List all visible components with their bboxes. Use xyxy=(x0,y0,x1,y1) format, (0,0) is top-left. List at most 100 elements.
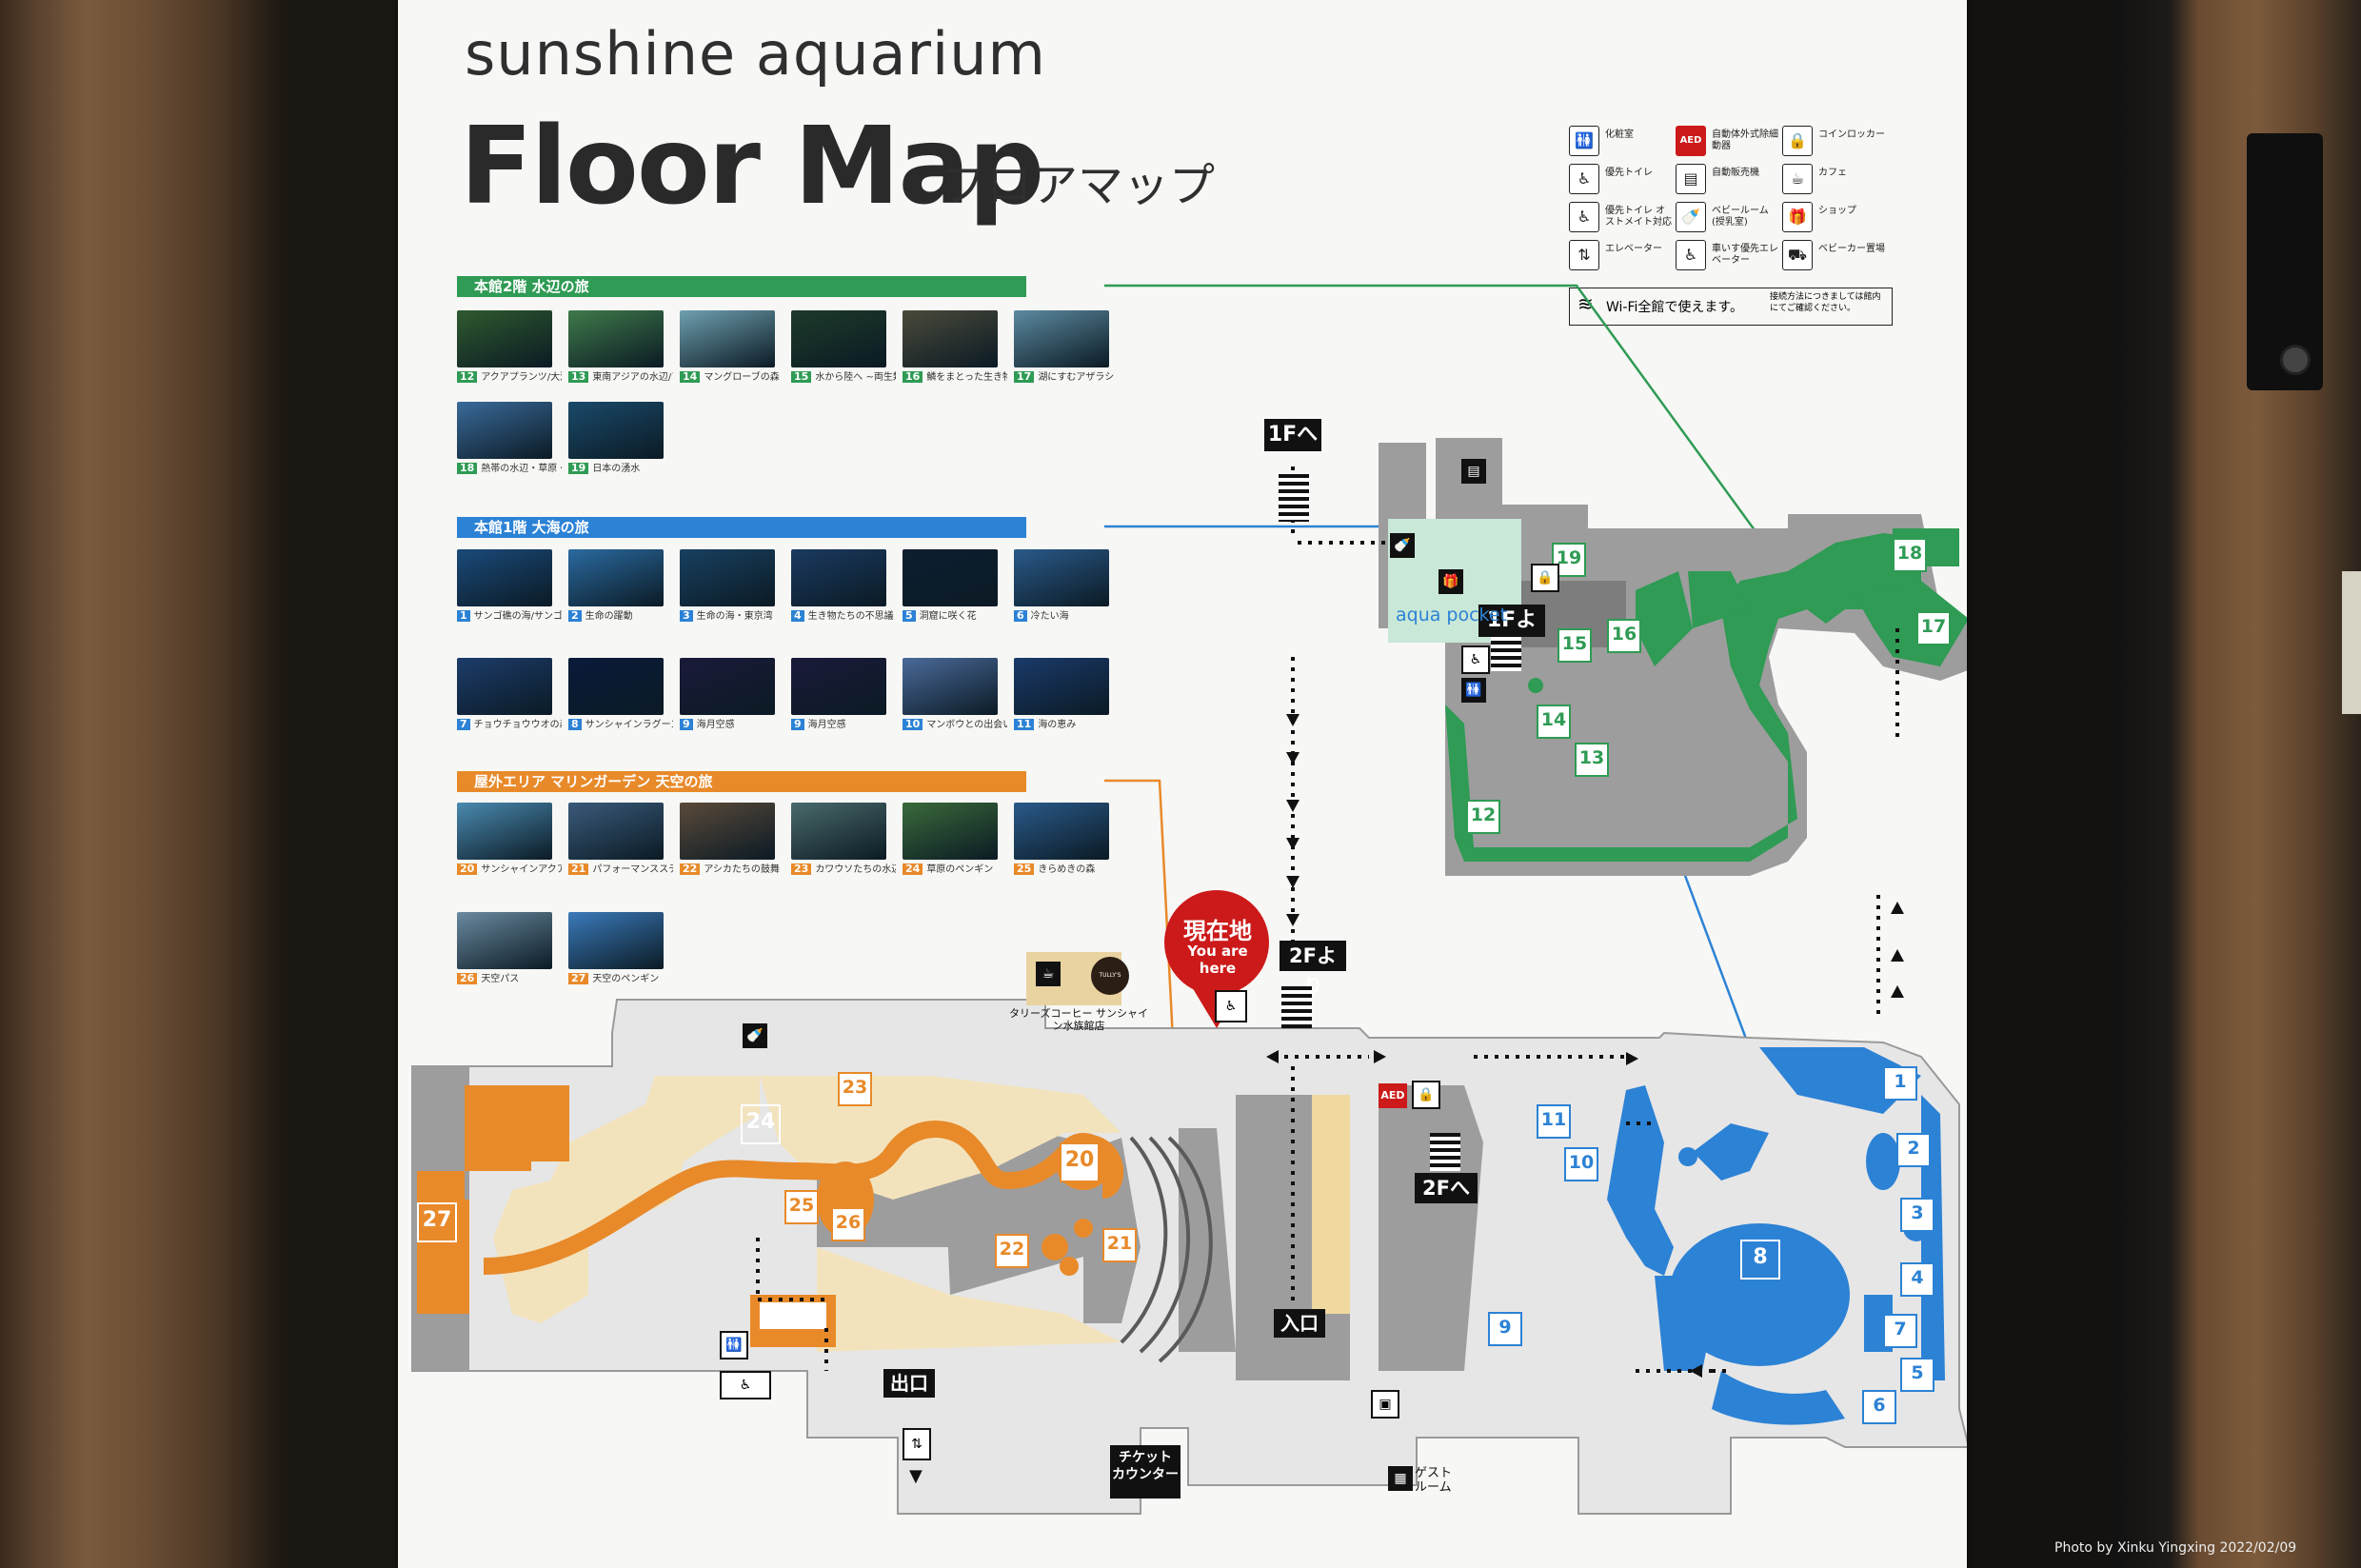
exhibit-photo xyxy=(1014,549,1109,606)
exhibit-number: 14 xyxy=(680,371,701,383)
legend-label: ショップ xyxy=(1818,206,1856,216)
exhibit-photo xyxy=(568,803,664,860)
exhibit-photo xyxy=(1014,803,1109,860)
cafe-icon: ☕ xyxy=(1036,962,1061,986)
baby-room-icon: 🍼 xyxy=(743,1023,767,1048)
exhibit-photo xyxy=(903,310,998,367)
exhibit-photo xyxy=(680,310,775,367)
wheelchair-elevator-icon: ♿ xyxy=(1215,990,1247,1022)
floor-1f-plan xyxy=(411,999,1967,1515)
exhibit-name: 熱帯の水辺・草原・サバンナ xyxy=(481,464,562,474)
legend-label: 自動体外式除細動器 xyxy=(1712,129,1778,151)
exhibit-number: 27 xyxy=(568,973,589,984)
shop-icon: 🎁 xyxy=(1782,202,1813,232)
photo-credit: Photo by Xinku Yingxing 2022/02/09 xyxy=(2054,1540,2297,1556)
exhibit-photo xyxy=(457,658,552,715)
exhibit-name: 天空のペンギン xyxy=(592,974,660,984)
restroom-icon: 🚻 xyxy=(720,1331,748,1360)
baby-room-icon: 🍼 xyxy=(1676,202,1706,232)
down-arrow-icon: ▼ xyxy=(909,1466,923,1486)
exhibit-photo xyxy=(903,658,998,715)
exhibit-number: 11 xyxy=(1014,719,1035,730)
exhibit-number: 2 xyxy=(568,610,582,622)
accessible-toilet-icon: ♿ xyxy=(720,1371,771,1399)
exhibit-name: 海月空感 xyxy=(807,720,846,730)
elevator-icon: ⇅ xyxy=(1569,240,1599,270)
exhibit-photo xyxy=(680,549,775,606)
route-arrows xyxy=(756,466,1904,1378)
exhibit-number: 4 xyxy=(791,610,804,622)
exhibit-name: 生き物たちの不思議 xyxy=(807,611,894,622)
exit-label: 出口 xyxy=(883,1369,935,1398)
zone-number-25: 25 xyxy=(784,1190,819,1224)
to-1f-label: 1Fへ xyxy=(1264,419,1321,451)
exhibit-number: 23 xyxy=(791,863,812,875)
exhibit-name: 生命の海・東京湾 xyxy=(696,611,773,622)
exhibit-photo xyxy=(1014,658,1109,715)
zone-number-3: 3 xyxy=(1900,1198,1934,1232)
zone-number-15: 15 xyxy=(1557,628,1592,663)
ticket-counter-label: チケット カウンター xyxy=(1110,1445,1180,1499)
coin-locker-icon: ▣ xyxy=(1371,1390,1399,1419)
zone-number-10: 10 xyxy=(1564,1147,1598,1181)
bracket-knob-icon xyxy=(2280,345,2311,375)
exhibit-photo xyxy=(457,549,552,606)
cafe-icon: ☕ xyxy=(1782,164,1813,194)
exhibit-number: 10 xyxy=(903,719,923,730)
exhibit-name: サンシャインラグーン xyxy=(585,720,673,730)
section-bar-outdoor: 屋外エリア マリンガーデン 天空の旅 xyxy=(457,771,1026,792)
exhibit-name: 海の恵み xyxy=(1038,720,1077,730)
legend-label: ベビーカー置場 xyxy=(1818,244,1885,254)
legend-label: カフェ xyxy=(1818,168,1847,178)
exhibit-caption: 20サンシャインアクアリング xyxy=(457,863,562,876)
stairs-icon xyxy=(1281,986,1312,1028)
vending-icon: ▤ xyxy=(1461,459,1486,484)
guest-room-icon: ▦ xyxy=(1388,1466,1413,1491)
exhibit-name: アシカたちの鼓舞 xyxy=(704,864,780,875)
exhibit-number: 17 xyxy=(1014,371,1035,383)
here-jp-label: 現在地 xyxy=(1183,918,1252,944)
wifi-icon: ≋ xyxy=(1577,292,1594,315)
zone-number-21: 21 xyxy=(1102,1228,1137,1262)
zone-number-24: 24 xyxy=(741,1104,781,1144)
exhibit-number: 9 xyxy=(680,719,693,730)
exhibit-number: 13 xyxy=(568,371,589,383)
exhibit-photo xyxy=(680,658,775,715)
exhibit-photo xyxy=(680,803,775,860)
exhibit-photo xyxy=(457,803,552,860)
exhibit-name: 水から陸へ ~両生類の世界~ xyxy=(815,372,896,383)
zone-number-5: 5 xyxy=(1900,1358,1934,1392)
stairs-icon xyxy=(1430,1133,1460,1171)
locker-icon: 🔒 xyxy=(1412,1081,1440,1109)
exhibit-number: 7 xyxy=(457,719,470,730)
exhibit-caption: 21パフォーマンスステージ xyxy=(568,863,673,876)
wall-notice xyxy=(2342,571,2361,714)
exhibit-number: 18 xyxy=(457,463,478,474)
exhibit-name: 天空パス xyxy=(481,974,520,984)
exhibit-photo xyxy=(568,402,664,459)
zone-number-20: 20 xyxy=(1060,1142,1100,1182)
zone-number-1: 1 xyxy=(1883,1066,1917,1101)
exhibit-number: 19 xyxy=(568,463,589,474)
zone-number-16: 16 xyxy=(1607,619,1641,653)
from-2f-label: 2Fより xyxy=(1280,941,1346,998)
exhibit-photo xyxy=(903,549,998,606)
aquarium-name: sunshine aquarium xyxy=(465,19,1046,89)
zone-number-9: 9 xyxy=(1488,1312,1522,1346)
